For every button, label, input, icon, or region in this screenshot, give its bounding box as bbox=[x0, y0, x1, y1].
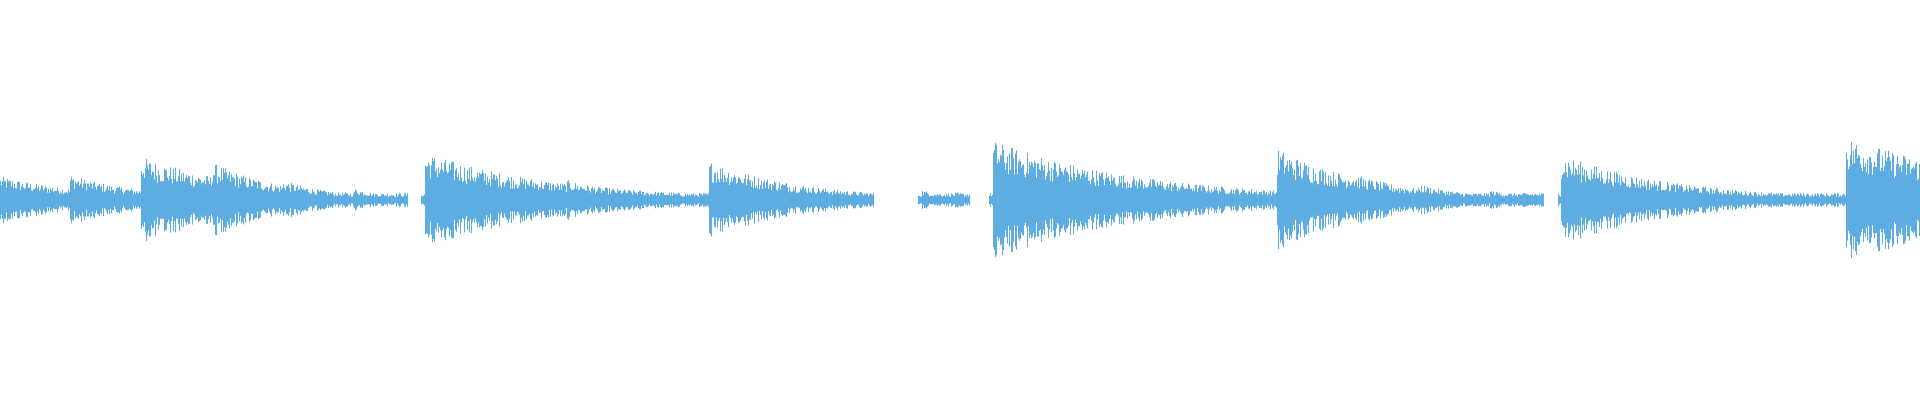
waveform-bars bbox=[0, 141, 1920, 259]
waveform-path bbox=[0, 141, 1920, 259]
